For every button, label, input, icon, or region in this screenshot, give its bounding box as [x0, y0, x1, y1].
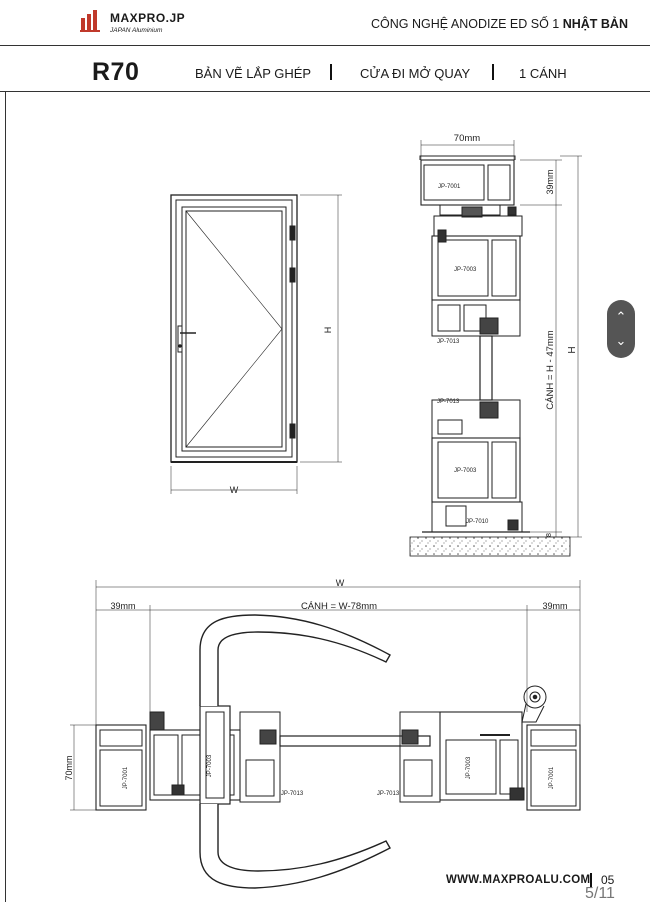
brand-subtitle: JAPAN Aluminium	[110, 27, 163, 34]
page-down-button[interactable]: ⌄	[615, 333, 627, 348]
crumb-single-leaf: 1 CÁNH	[519, 66, 567, 81]
vsec-profile-label: JP-7013	[437, 339, 460, 345]
page-up-button[interactable]: ⌃	[615, 309, 627, 324]
hsec-profile-label: JP-7003	[466, 756, 472, 779]
elevation-width-label: W	[230, 485, 239, 495]
hsec-profile-label: JP-7001	[123, 766, 129, 789]
page-border	[5, 91, 6, 902]
vsec-bottom-dim: 8	[546, 533, 553, 537]
crumb-separator	[492, 64, 494, 80]
hsec-width-label: W	[336, 578, 345, 588]
lever-handle-icon	[199, 614, 391, 889]
footer-page-number: 05	[601, 873, 615, 887]
brand-logo: MAXPRO.JP JAPAN Aluminium	[80, 8, 190, 38]
tagline-bold: NHẬT BẢN	[562, 17, 628, 31]
elevation-height-label: H	[323, 327, 333, 334]
crumb-separator	[330, 64, 332, 80]
technology-tagline: CÔNG NGHỆ ANODIZE ED SỐ 1 NHẬT BẢN	[371, 17, 628, 31]
vsec-profile-label: JP-7001	[438, 184, 461, 190]
logo-mark-icon	[80, 10, 100, 32]
hsec-profile-label: JP-7013	[377, 791, 400, 797]
vsec-profile-label: JP-7003	[454, 267, 477, 273]
hsec-depth-dim: 70mm	[64, 755, 74, 780]
header-rule	[0, 45, 650, 46]
hsec-right-dim: 39mm	[542, 601, 567, 611]
brand-name: MAXPRO.JP	[110, 11, 186, 25]
vsec-profile-label: JP-7003	[454, 468, 477, 474]
crumb-assembly-drawing: BẢN VẼ LẮP GHÉP	[195, 66, 312, 81]
crumb-swing-door: CỬA ĐI MỞ QUAY	[360, 66, 471, 81]
footer-website: WWW.MAXPROALU.COM	[446, 874, 591, 886]
header-rule	[0, 91, 650, 92]
door-elevation	[170, 194, 342, 494]
footer-separator	[590, 873, 592, 887]
vsec-height-label: H	[567, 346, 578, 353]
page-nav: ⌃ ⌄	[607, 300, 635, 358]
hsec-leaf-dim: CÁNH = W-78mm	[301, 601, 377, 612]
tagline-prefix: CÔNG NGHỆ ANODIZE ED SỐ 1	[371, 17, 563, 31]
model-code: R70	[92, 58, 140, 86]
horizontal-section	[70, 580, 581, 889]
vsec-profile-label: JP-7013	[437, 399, 460, 405]
page-counter: 5/11	[585, 885, 615, 902]
vsec-top-dim: 70mm	[454, 133, 480, 144]
vertical-section	[409, 140, 582, 557]
hsec-left-dim: 39mm	[110, 601, 135, 611]
hsec-profile-label: JP-7013	[281, 791, 304, 797]
vsec-side-dim: 39mm	[545, 169, 555, 194]
vsec-leaf-dim: CÁNH = H - 47mm	[545, 330, 556, 410]
vsec-profile-label: JP-7010	[466, 519, 489, 525]
hsec-profile-label: JP-7001	[549, 766, 555, 789]
door-handle-icon	[177, 325, 196, 353]
hsec-profile-label: JP-7003	[207, 754, 213, 777]
